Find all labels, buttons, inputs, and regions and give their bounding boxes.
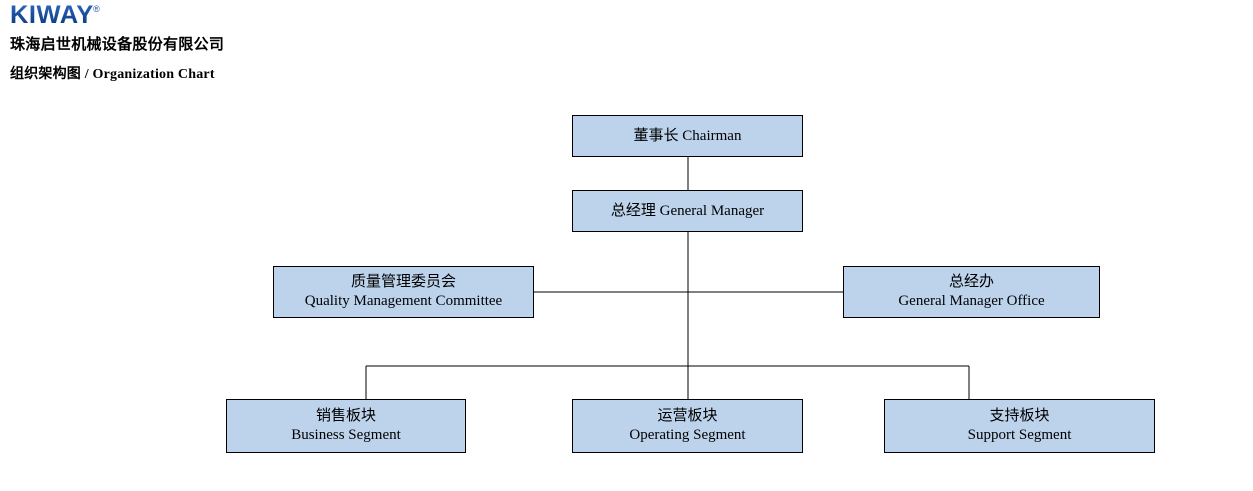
- org-node-business-segment-label-cn: 销售板块: [315, 408, 376, 425]
- org-node-quality-management-committee-label-cn: 质量管理委员会: [350, 274, 456, 291]
- org-node-operating-segment[interactable]: 运营板块 Operating Segment: [572, 399, 803, 453]
- org-node-chairman-label: 董事长 Chairman: [633, 127, 742, 144]
- org-node-quality-management-committee[interactable]: 质量管理委员会 Quality Management Committee: [273, 266, 534, 318]
- org-node-general-manager[interactable]: 总经理 General Manager: [572, 190, 803, 232]
- page-header: KIWAY ® 珠海启世机械设备股份有限公司 组织架构图 / Organizat…: [0, 0, 1253, 92]
- org-node-support-segment-label-en: Support Segment: [967, 427, 1072, 443]
- kiway-logo: KIWAY ®: [10, 2, 100, 28]
- company-name: 珠海启世机械设备股份有限公司: [10, 37, 225, 53]
- org-node-support-segment[interactable]: 支持板块 Support Segment: [884, 399, 1155, 453]
- registered-trademark-icon: ®: [93, 4, 100, 14]
- org-node-operating-segment-label-en: Operating Segment: [629, 427, 746, 443]
- org-node-business-segment[interactable]: 销售板块 Business Segment: [226, 399, 466, 453]
- org-node-business-segment-label-en: Business Segment: [291, 427, 401, 443]
- org-node-general-manager-label: 总经理 General Manager: [610, 202, 765, 219]
- org-node-support-segment-label-cn: 支持板块: [989, 408, 1050, 425]
- org-node-general-manager-office-label-cn: 总经办: [948, 274, 994, 291]
- org-node-operating-segment-label-cn: 运营板块: [657, 408, 718, 425]
- org-node-chairman[interactable]: 董事长 Chairman: [572, 115, 803, 157]
- org-node-quality-management-committee-label-en: Quality Management Committee: [304, 293, 503, 309]
- logo-wordmark: KIWAY: [10, 1, 94, 29]
- page-title: 组织架构图 / Organization Chart: [10, 67, 215, 82]
- org-node-general-manager-office[interactable]: 总经办 General Manager Office: [843, 266, 1100, 318]
- org-node-general-manager-office-label-en: General Manager Office: [898, 293, 1045, 309]
